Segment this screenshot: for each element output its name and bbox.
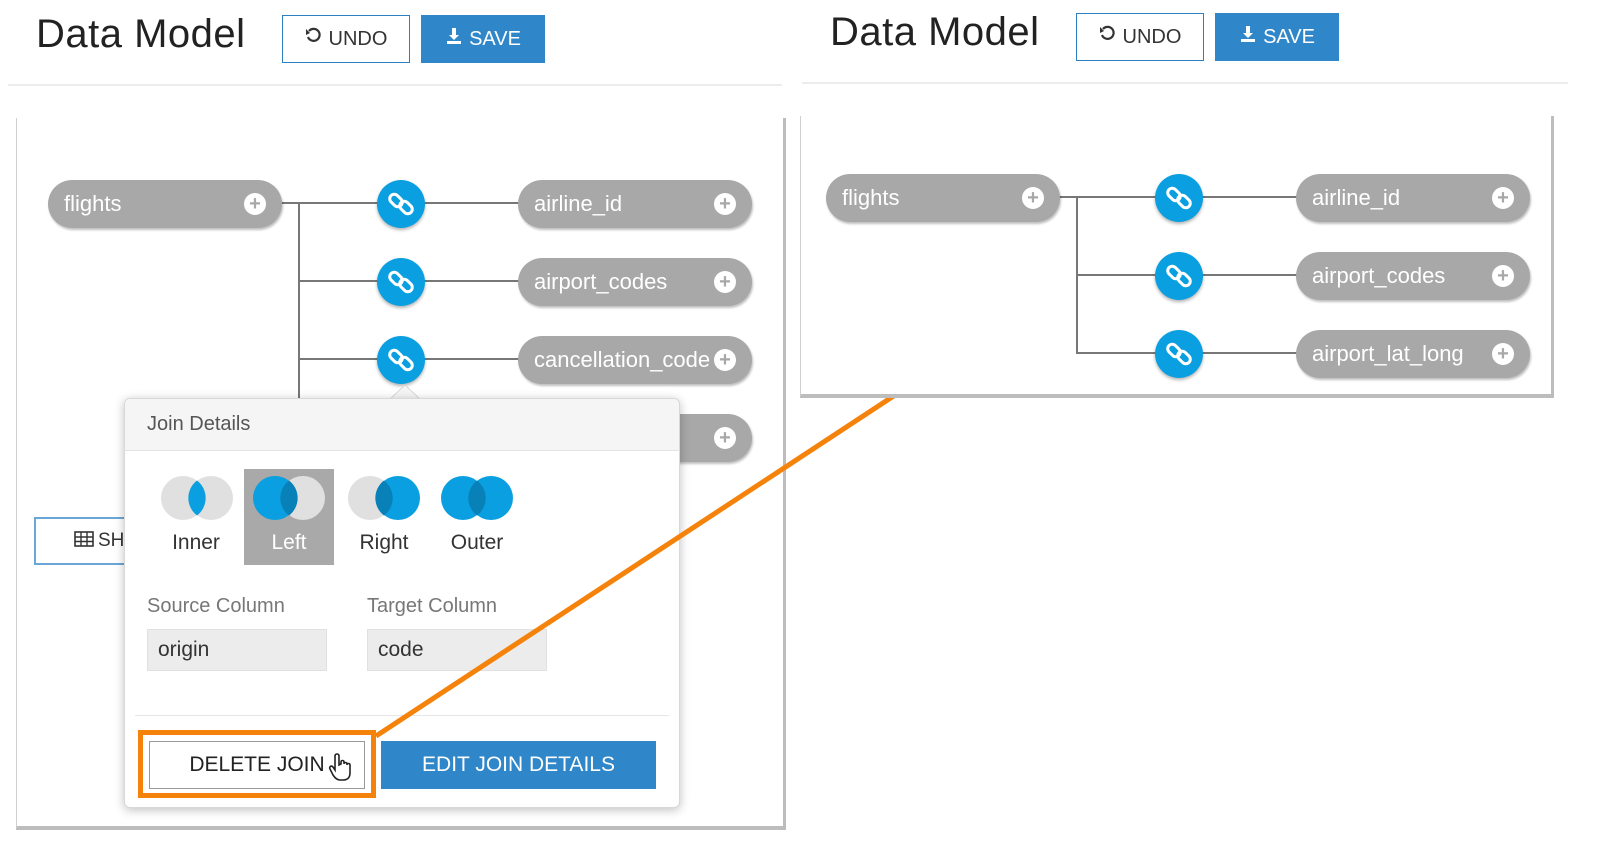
undo-label: UNDO — [1122, 25, 1182, 48]
join-link-icon[interactable] — [1155, 330, 1203, 378]
plus-icon[interactable]: + — [244, 193, 266, 215]
join-link-icon[interactable] — [377, 336, 425, 384]
join-type-right[interactable]: Right — [339, 469, 429, 565]
plus-icon[interactable]: + — [714, 271, 736, 293]
undo-icon — [305, 27, 323, 51]
table-name: flights — [64, 191, 122, 216]
table-node-flights[interactable]: flights + — [826, 174, 1060, 222]
plus-icon[interactable]: + — [1022, 187, 1044, 209]
popover-caret — [390, 384, 420, 400]
target-column-label: Target Column — [367, 595, 498, 617]
left-header-divider — [8, 84, 782, 86]
left-undo-button[interactable]: UNDO — [282, 15, 410, 63]
right-header-divider — [802, 82, 1568, 84]
table-node-target[interactable]: airport_codes + — [518, 258, 752, 306]
table-node-target[interactable]: airport_lat_long + — [1296, 330, 1530, 378]
join-link-icon[interactable] — [1155, 252, 1203, 300]
plus-icon[interactable]: + — [714, 193, 736, 215]
download-icon — [1239, 25, 1257, 49]
join-type-label: Inner — [172, 531, 220, 554]
edit-join-details-button[interactable]: EDIT JOIN DETAILS — [381, 741, 656, 789]
edit-join-label: EDIT JOIN DETAILS — [422, 753, 615, 776]
right-page-title: Data Model — [830, 10, 1040, 54]
join-type-left[interactable]: Left — [244, 469, 334, 565]
target-column-field[interactable]: code — [367, 629, 547, 671]
join-link-icon[interactable] — [377, 258, 425, 306]
delete-join-button[interactable]: DELETE JOIN — [149, 741, 365, 789]
plus-icon[interactable]: + — [714, 427, 736, 449]
table-name: flights — [842, 185, 900, 210]
table-icon — [74, 531, 94, 553]
table-node-target[interactable]: airline_id + — [1296, 174, 1530, 222]
table-node-target[interactable]: airport_codes + — [1296, 252, 1530, 300]
table-name: airport_codes — [1312, 263, 1446, 288]
delete-join-highlight — [138, 730, 376, 798]
join-type-inner[interactable]: Inner — [151, 469, 241, 565]
join-type-label: Outer — [450, 531, 504, 554]
table-node-target[interactable]: cancellation_code + — [518, 336, 752, 384]
table-node-flights[interactable]: flights + — [48, 180, 282, 228]
join-details-popover: Join Details Inner Left Right Outer Sour… — [124, 398, 680, 808]
popover-divider — [135, 715, 669, 716]
show-data-label: SH — [98, 530, 125, 551]
join-link-icon[interactable] — [377, 180, 425, 228]
plus-icon[interactable]: + — [1492, 343, 1514, 365]
left-save-button[interactable]: SAVE — [421, 15, 545, 63]
source-column-label: Source Column — [147, 595, 285, 617]
plus-icon[interactable]: + — [1492, 187, 1514, 209]
hand-cursor-icon — [328, 753, 351, 781]
delete-join-label: DELETE JOIN — [189, 753, 325, 776]
connector-trunk — [298, 202, 300, 412]
plus-icon[interactable]: + — [714, 349, 736, 371]
plus-icon[interactable]: + — [1492, 265, 1514, 287]
table-name: airline_id — [1312, 185, 1401, 210]
right-undo-button[interactable]: UNDO — [1076, 13, 1204, 61]
join-type-label: Left — [271, 531, 307, 554]
table-name: cancellation_code — [534, 347, 711, 372]
save-label: SAVE — [1263, 25, 1315, 48]
popover-title: Join Details — [125, 399, 679, 451]
download-icon — [445, 27, 463, 51]
undo-icon — [1099, 25, 1117, 49]
table-name: airport_codes — [534, 269, 668, 294]
join-link-icon[interactable] — [1155, 174, 1203, 222]
join-type-outer[interactable]: Outer — [432, 469, 522, 565]
save-label: SAVE — [469, 27, 521, 50]
table-name: airport_lat_long — [1312, 341, 1464, 366]
join-type-label: Right — [359, 531, 409, 554]
table-node-target[interactable]: airline_id + — [518, 180, 752, 228]
source-column-field[interactable]: origin — [147, 629, 327, 671]
undo-label: UNDO — [328, 27, 388, 50]
table-name: airline_id — [534, 191, 623, 216]
left-page-title: Data Model — [36, 12, 246, 56]
right-save-button[interactable]: SAVE — [1215, 13, 1339, 61]
